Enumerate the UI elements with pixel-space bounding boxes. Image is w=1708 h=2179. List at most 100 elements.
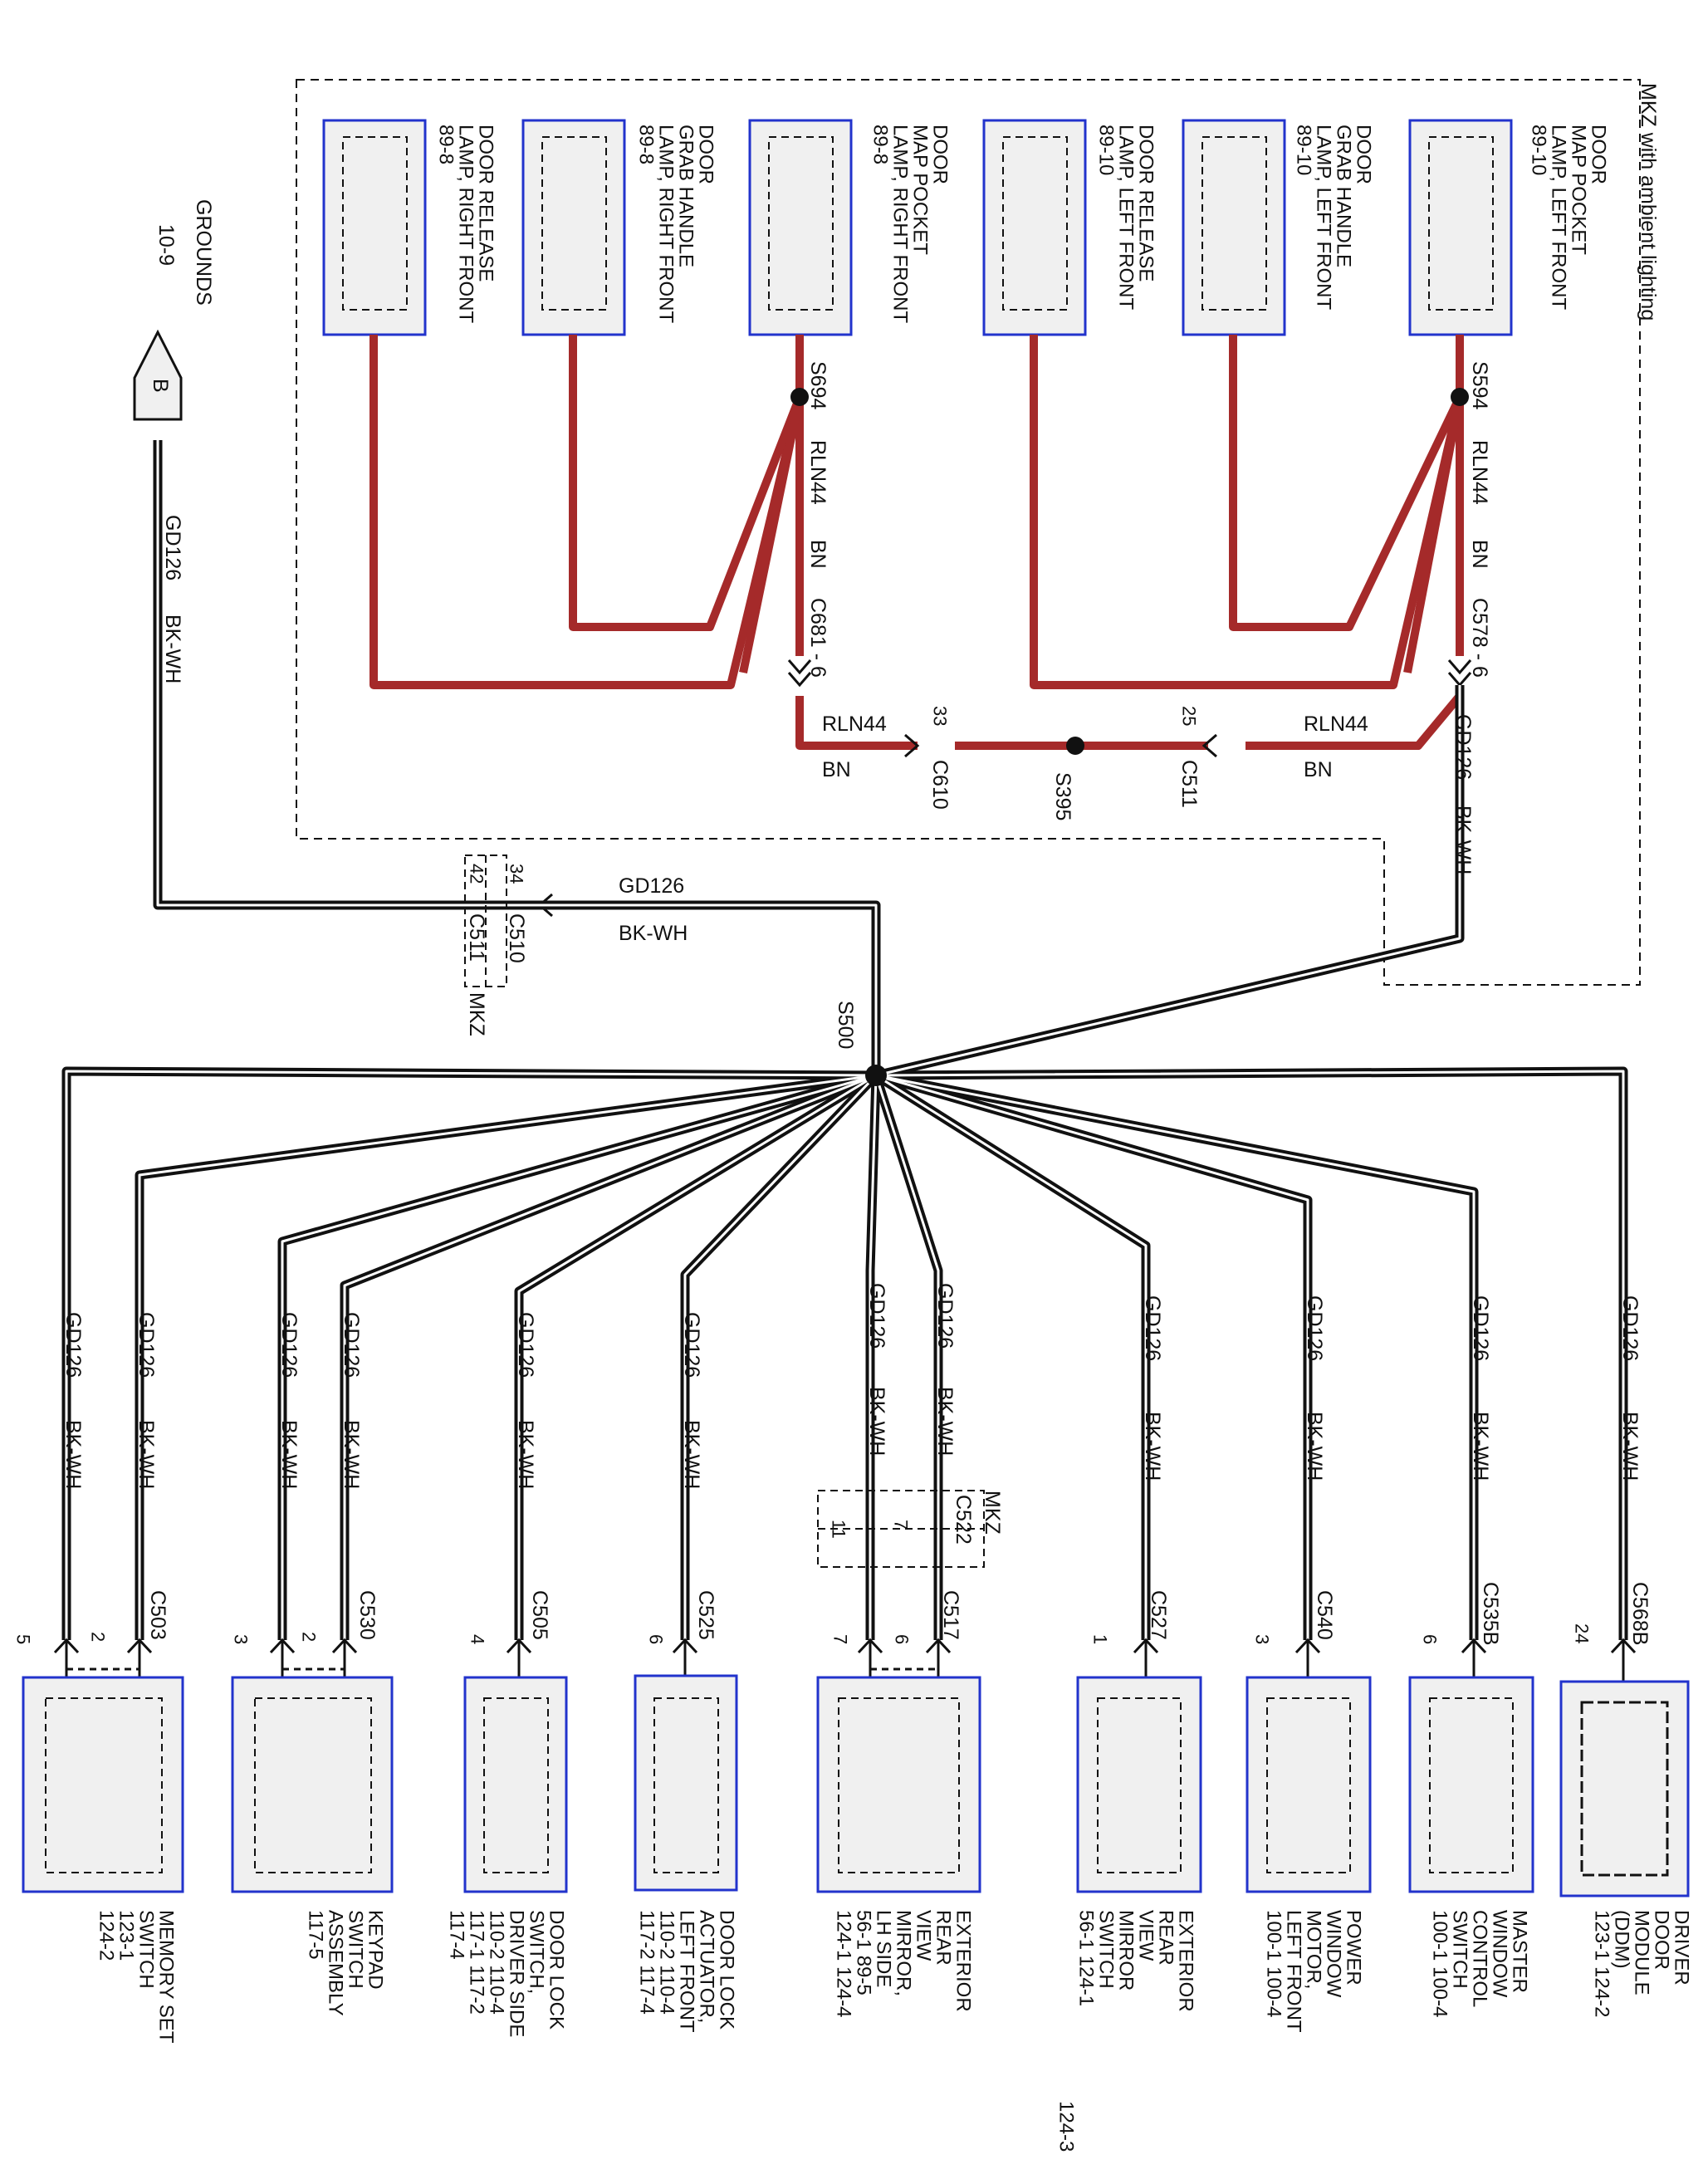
svg-text:4: 4 — [467, 1634, 488, 1644]
svg-text:C540: C540 — [1313, 1590, 1336, 1640]
svg-text:BN: BN — [806, 540, 830, 569]
svg-text:124-2: 124-2 — [95, 1910, 118, 1961]
splice-s594 — [1451, 388, 1469, 406]
component-master-window-switch — [1408, 1676, 1534, 1893]
splice-s694-label: S694 — [806, 361, 830, 409]
connector-c578: C578 - 6 — [1468, 598, 1491, 678]
svg-text:DOOR LOCK: DOOR LOCK — [546, 1910, 568, 2030]
svg-text:C511: C511 — [465, 913, 488, 962]
svg-text:KEYPAD: KEYPAD — [365, 1910, 387, 1990]
svg-text:SWITCH: SWITCH — [1095, 1910, 1118, 1989]
svg-text:100-1 100-4: 100-1 100-4 — [1263, 1910, 1285, 2017]
svg-text:110-2 110-4: 110-2 110-4 — [486, 1910, 508, 2015]
svg-text:LAMP, RIGHT FRONT: LAMP, RIGHT FRONT — [655, 125, 678, 323]
svg-text:C503: C503 — [146, 1590, 169, 1640]
svg-text:C510: C510 — [505, 913, 528, 963]
lamp-boxes — [322, 119, 1513, 336]
svg-text:DOOR: DOOR — [1353, 125, 1375, 184]
svg-text:6: 6 — [1420, 1634, 1441, 1644]
lamp-wires — [369, 335, 1464, 750]
ground-terminal: B GROUNDS 10-9 GD126 BK-WH — [133, 199, 215, 683]
svg-text:MASTER: MASTER — [1509, 1910, 1531, 1993]
svg-text:3: 3 — [231, 1634, 252, 1644]
component-power-window-motor — [1246, 1676, 1372, 1893]
svg-text:11: 11 — [829, 1520, 849, 1539]
svg-text:RLN44: RLN44 — [806, 440, 830, 505]
svg-text:GD126: GD126 — [865, 1283, 888, 1349]
svg-text:117-5: 117-5 — [305, 1910, 327, 1960]
svg-text:GD126: GD126 — [514, 1312, 537, 1378]
branch-wire-labels: GD126 BK-WH GD126 BK-WH GD126 BK-WH GD12… — [61, 1283, 1642, 1489]
svg-text:RLN44: RLN44 — [822, 712, 887, 736]
splice-s395 — [1066, 737, 1084, 755]
svg-text:5: 5 — [13, 1634, 34, 1644]
svg-text:C530: C530 — [355, 1590, 379, 1640]
component-memory-set-switch — [22, 1676, 184, 1893]
svg-text:42: 42 — [467, 864, 487, 884]
svg-text:GD126: GD126 — [680, 1312, 703, 1378]
svg-text:GD126: GD126 — [340, 1312, 363, 1378]
svg-text:BN: BN — [1468, 540, 1491, 569]
svg-text:C517: C517 — [939, 1590, 962, 1640]
svg-text:MODULE: MODULE — [1631, 1910, 1653, 1995]
svg-text:BK-WH: BK-WH — [933, 1387, 957, 1456]
lamp-box-grab-lf — [1182, 119, 1286, 336]
red-wire-labels: S694 RLN44 BN C681 - 6 S594 RLN44 BN C57… — [806, 361, 1491, 820]
svg-text:CONTROL: CONTROL — [1469, 1910, 1491, 2007]
component-mirror-switch — [1076, 1676, 1202, 1893]
svg-text:GD126: GD126 — [619, 874, 684, 898]
svg-text:DOOR: DOOR — [929, 125, 952, 184]
svg-text:GD126: GD126 — [1141, 1295, 1164, 1361]
component-descriptions: MEMORY SET SWITCH 123-1 124-2 KEYPAD SWI… — [95, 1910, 1693, 2152]
svg-text:100-1 100-4: 100-1 100-4 — [1429, 1910, 1451, 2017]
svg-text:24: 24 — [1572, 1623, 1593, 1643]
svg-text:C522: C522 — [952, 1495, 975, 1545]
ground-title: GROUNDS — [192, 199, 215, 306]
svg-text:RLN44: RLN44 — [1468, 440, 1491, 505]
ground-letter: B — [149, 379, 172, 393]
svg-text:BK-WH: BK-WH — [161, 615, 184, 683]
svg-text:123-1: 123-1 — [115, 1910, 138, 1961]
connector-c610-pin: 33 — [930, 706, 951, 726]
svg-text:56-1 124-1: 56-1 124-1 — [1075, 1910, 1098, 2006]
svg-text:REAR: REAR — [1155, 1910, 1177, 1966]
svg-text:110-2 110-4: 110-2 110-4 — [656, 1910, 678, 2015]
svg-text:GD126: GD126 — [933, 1283, 957, 1349]
connector-c511-mid-pin: 25 — [1179, 706, 1200, 726]
svg-text:RLN44: RLN44 — [1304, 712, 1368, 736]
svg-text:3: 3 — [1252, 1634, 1273, 1644]
ambient-lighting-enclosure — [296, 79, 1641, 986]
svg-text:1: 1 — [1090, 1634, 1111, 1644]
svg-text:LAMP, LEFT FRONT: LAMP, LEFT FRONT — [1548, 125, 1570, 311]
svg-text:LAMP, RIGHT FRONT: LAMP, RIGHT FRONT — [455, 125, 477, 323]
svg-text:GRAB HANDLE: GRAB HANDLE — [1333, 125, 1355, 267]
svg-text:LEFT FRONT: LEFT FRONT — [676, 1910, 698, 2033]
connector-c681: C681 - 6 — [806, 598, 830, 678]
svg-text:LEFT FRONT: LEFT FRONT — [1283, 1910, 1305, 2033]
svg-text:SWITCH,: SWITCH, — [526, 1910, 548, 1994]
component-driver-door-module — [1559, 1680, 1690, 1897]
svg-text:(DDM): (DDM) — [1611, 1910, 1633, 1969]
svg-text:SWITCH: SWITCH — [135, 1910, 158, 1989]
svg-text:BN: BN — [822, 758, 851, 781]
svg-text:6: 6 — [646, 1634, 667, 1644]
svg-text:117-1 117-2: 117-1 117-2 — [466, 1910, 488, 2015]
svg-text:WINDOW: WINDOW — [1489, 1910, 1511, 1998]
svg-text:7: 7 — [891, 1520, 912, 1530]
svg-text:BN: BN — [1304, 758, 1333, 781]
svg-text:C505: C505 — [528, 1590, 551, 1640]
svg-text:POWER: POWER — [1343, 1910, 1365, 1986]
connector-c522: MKZ C522 7 11 — [817, 1490, 1004, 1568]
svg-text:89-8: 89-8 — [635, 125, 658, 164]
svg-text:GD126: GD126 — [161, 515, 184, 580]
connector-c510-c511: 34 C510 42 C511 MKZ GD126 BK-WH — [464, 854, 688, 1036]
svg-text:BK-WH: BK-WH — [1303, 1412, 1326, 1481]
svg-text:GRAB HANDLE: GRAB HANDLE — [675, 125, 697, 267]
svg-text:DOOR: DOOR — [695, 125, 717, 184]
svg-text:DRIVER: DRIVER — [1671, 1910, 1693, 1986]
svg-text:124-3: 124-3 — [1055, 2101, 1078, 2152]
svg-text:DRIVER SIDE: DRIVER SIDE — [506, 1910, 528, 2037]
svg-text:WINDOW: WINDOW — [1323, 1910, 1345, 1998]
lamp-labels: DOOR RELEASE LAMP, RIGHT FRONT 89-8 DOOR… — [435, 125, 1610, 323]
svg-text:89-8: 89-8 — [869, 125, 892, 164]
